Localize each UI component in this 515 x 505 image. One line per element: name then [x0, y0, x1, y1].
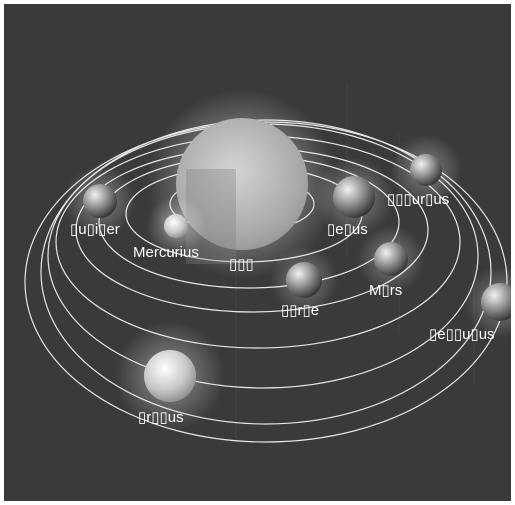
- planet-mars: [374, 242, 408, 276]
- label-neptunus: ▯e▯▯u▯us: [429, 326, 495, 343]
- label-sun: ▯▯▯: [229, 256, 254, 273]
- planet-venus: [333, 176, 375, 218]
- label-terra: ▯▯r▯e: [281, 302, 319, 319]
- label-uranus: ▯r▯▯us: [138, 409, 184, 426]
- planet-saturnus: [410, 154, 442, 186]
- planet-jupiter: [83, 184, 117, 218]
- planet-terra: [286, 262, 322, 298]
- label-saturnus: ▯▯▯ur▯us: [387, 191, 449, 208]
- label-jupiter: ▯u▯i▯er: [70, 221, 120, 238]
- labels: ▯▯▯ Mercurius ▯e▯us ▯▯r▯e M▯rs ▯u▯i▯er ▯…: [70, 191, 495, 426]
- label-mercurius: Mercurius: [133, 244, 199, 261]
- orbit-diagram-canvas: ▯▯▯ Mercurius ▯e▯us ▯▯r▯e M▯rs ▯u▯i▯er ▯…: [24, 84, 511, 444]
- sun-body: [176, 118, 308, 250]
- planet-uranus: [144, 350, 196, 402]
- solar-system-diagram: ▯▯▯ Mercurius ▯e▯us ▯▯r▯e M▯rs ▯u▯i▯er ▯…: [4, 4, 511, 501]
- label-mars: M▯rs: [369, 282, 402, 299]
- label-venus: ▯e▯us: [327, 221, 368, 238]
- planet-mercurius: [164, 214, 188, 238]
- planet-neptunus: [481, 283, 511, 321]
